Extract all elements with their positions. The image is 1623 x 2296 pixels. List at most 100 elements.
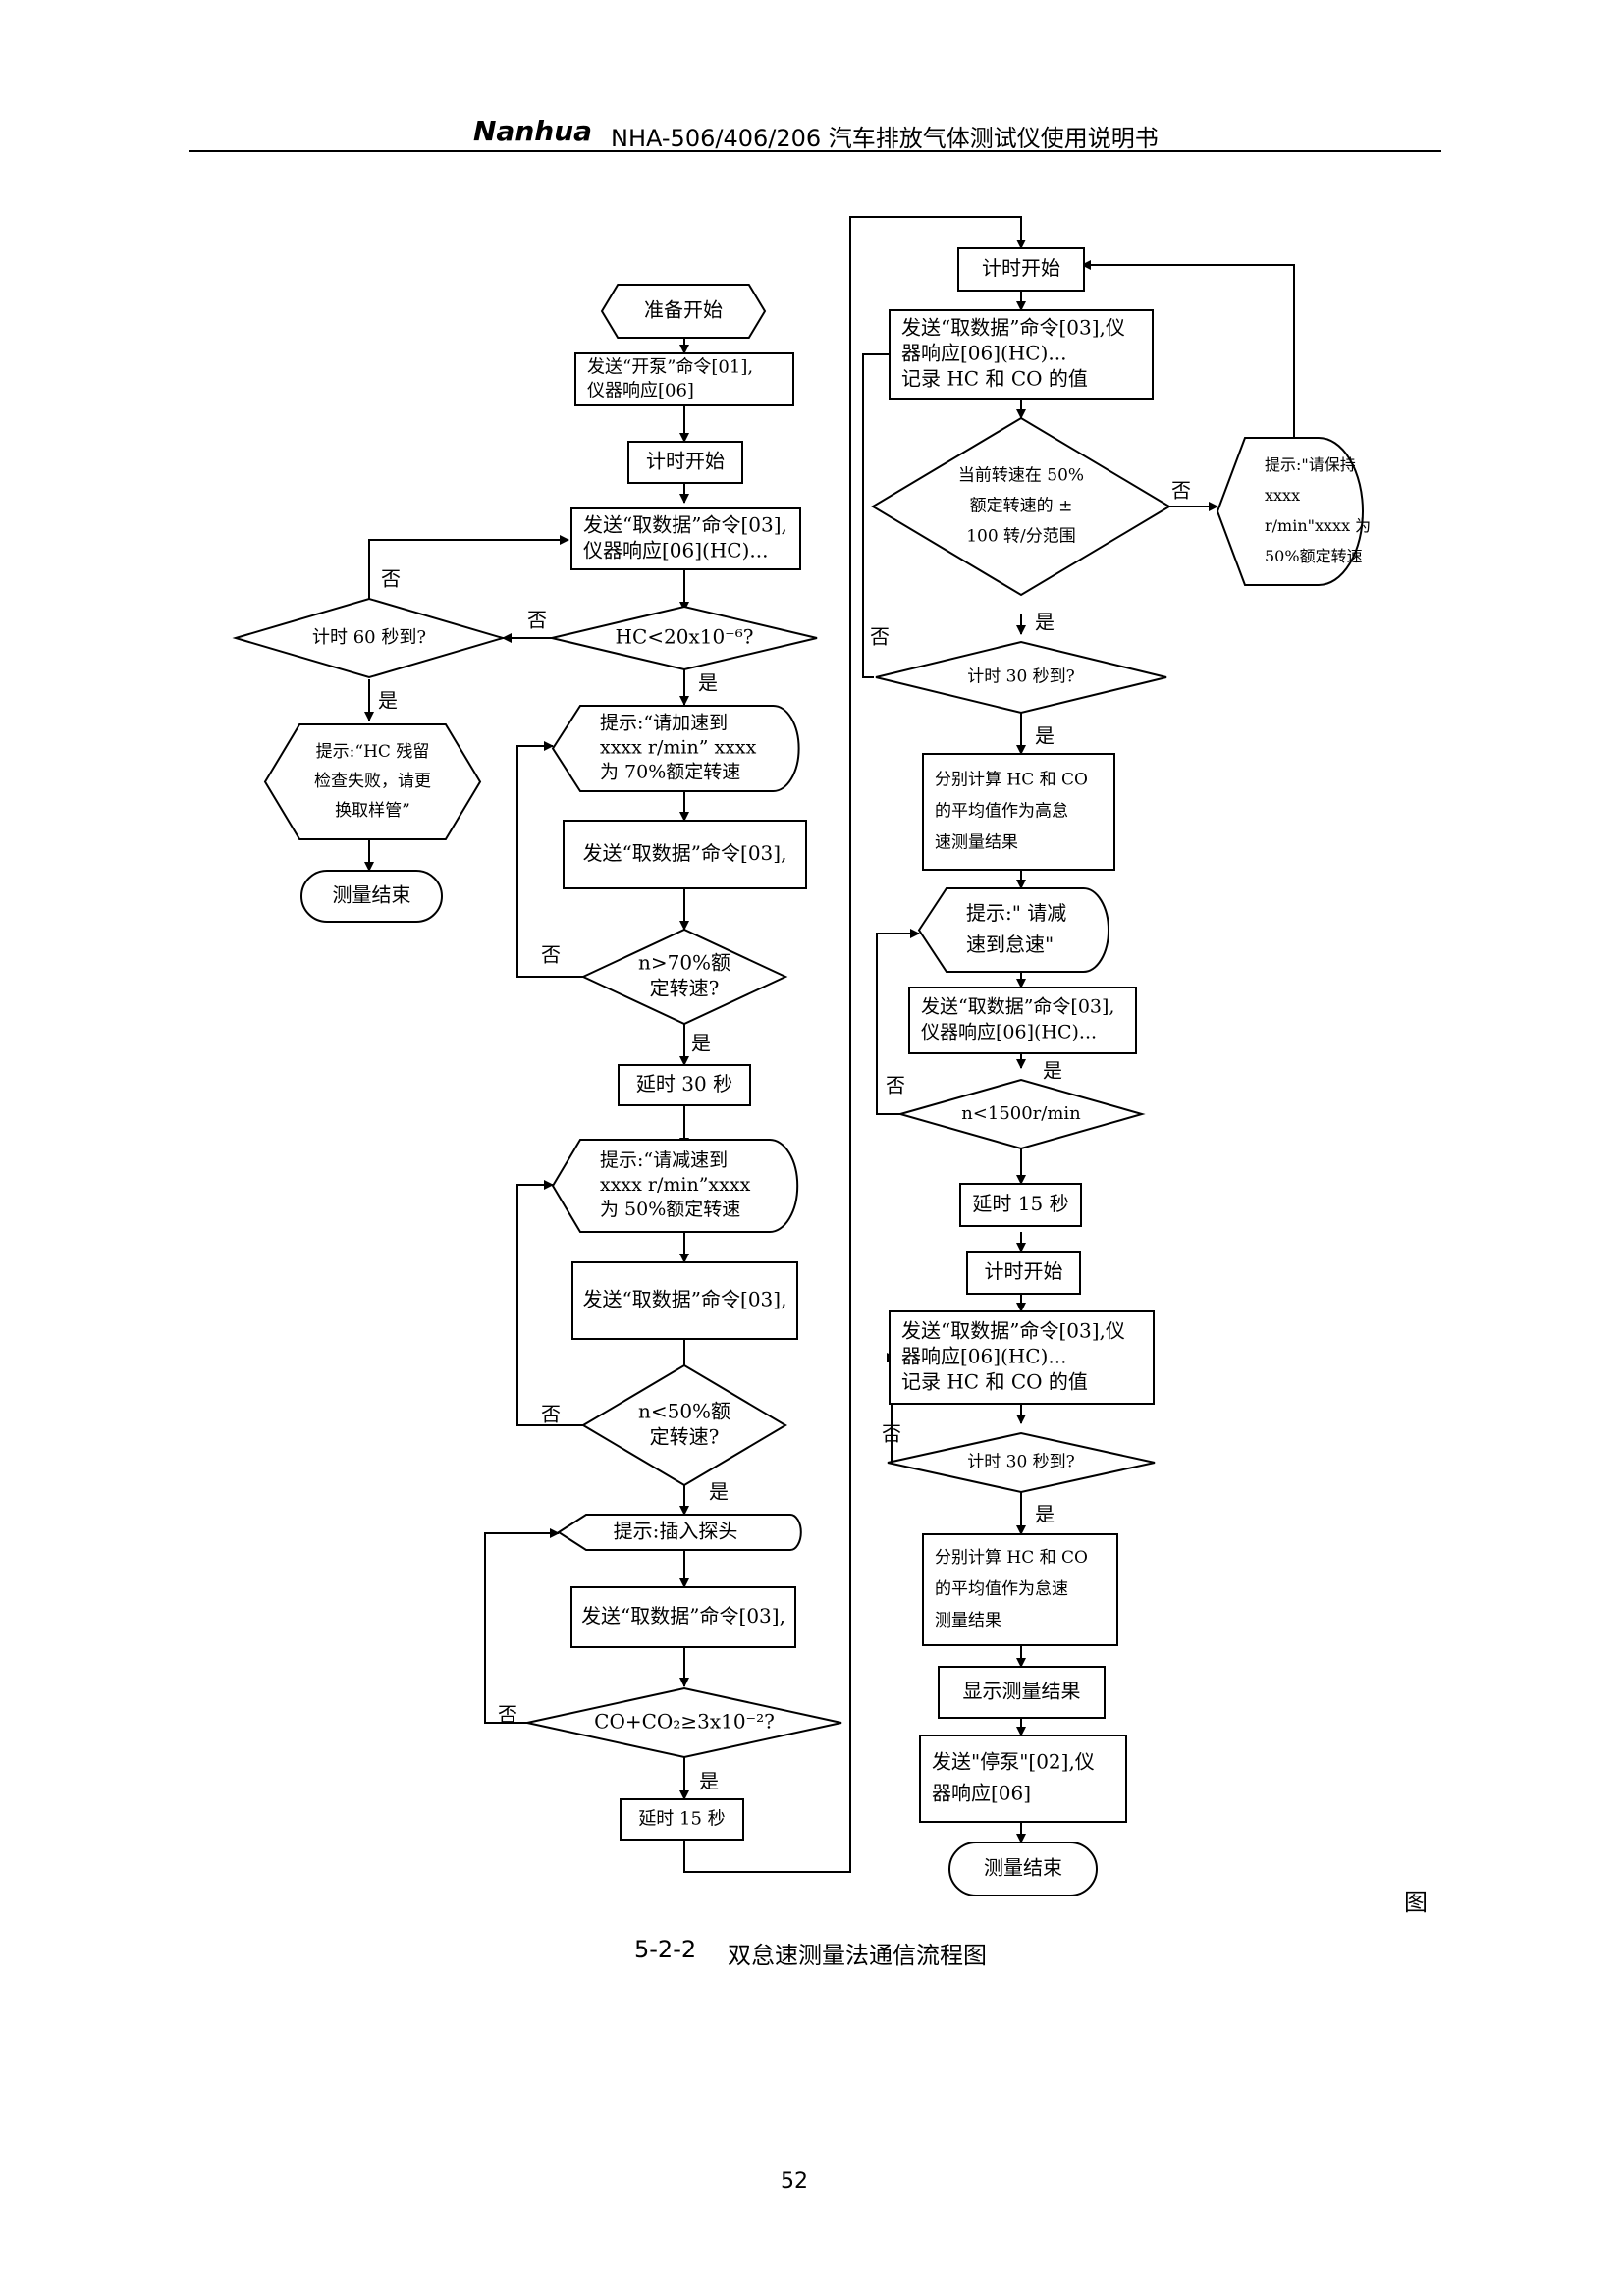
no-label: 否 xyxy=(381,567,401,591)
accel-prompt-prompt xyxy=(551,705,800,792)
n50-check-text: n<50%额 xyxy=(638,1400,730,1423)
delay15b-text: 延时 15 秒 xyxy=(972,1192,1068,1215)
n70-check-text: 定转速? xyxy=(650,977,720,1000)
calc-high-text: 速测量结果 xyxy=(935,833,1018,853)
calc-idle-text: 的平均值作为怠速 xyxy=(935,1579,1068,1599)
stop-pump-box xyxy=(919,1735,1127,1823)
calc-idle-text: 测量结果 xyxy=(935,1611,1001,1630)
flow-connector xyxy=(516,741,589,978)
show-result-text: 显示测量结果 xyxy=(963,1680,1081,1703)
stop-pump-text: 器响应[06] xyxy=(932,1782,1031,1805)
start-text: 准备开始 xyxy=(644,298,723,322)
co-check-decision xyxy=(526,1686,842,1759)
keep-prompt-text: 50%额定转速 xyxy=(1265,547,1363,565)
timer-60-decision xyxy=(232,597,507,679)
no-label: 否 xyxy=(870,625,890,649)
accel-prompt-text: 提示:“请加速到 xyxy=(600,713,728,734)
get-record-2-text: 发送“取数据”命令[03],仪 xyxy=(901,1319,1125,1343)
timer-start-r1-box xyxy=(957,247,1085,292)
get-data-r-text: 发送“取数据”命令[03], xyxy=(921,996,1114,1018)
get-data-hc-4-box xyxy=(570,1586,796,1648)
get-record-2-box xyxy=(889,1310,1155,1405)
get-data-hc-box xyxy=(570,507,801,570)
decel-prompt-text: 提示:“请减速到 xyxy=(600,1149,728,1171)
get-data-hc-text: 发送“取数据”命令[03], xyxy=(583,513,787,537)
delay30-text: 延时 30 秒 xyxy=(636,1072,732,1095)
n50-check-decision xyxy=(581,1363,787,1487)
document-title: NHA-506/406/206 汽车排放气体测试仪使用说明书 xyxy=(611,125,1159,152)
get-record-1-text: 器响应[06](HC)... xyxy=(901,342,1066,365)
n70-check-text: n>70%额 xyxy=(638,951,730,975)
no-label: 否 xyxy=(541,1403,561,1426)
end-right-text: 测量结束 xyxy=(984,1856,1062,1880)
speed-range-decision xyxy=(871,416,1171,597)
calc-idle-box xyxy=(922,1533,1118,1646)
hc-fail-prompt-shape xyxy=(263,723,482,840)
flow-connector xyxy=(876,929,920,1115)
timer-30b-decision xyxy=(887,1431,1156,1494)
speed-range-text: 100 转/分范围 xyxy=(966,527,1076,547)
co-check-text: CO+CO₂≥3x10⁻²? xyxy=(594,1710,775,1734)
keep-prompt-text: 提示:"请保持 xyxy=(1265,455,1356,474)
hc-fail-prompt-text: 检查失败，请更 xyxy=(314,772,431,791)
get-data-r-text: 仪器响应[06](HC)... xyxy=(921,1022,1097,1043)
flow-connector xyxy=(683,216,1026,1873)
delay30-box xyxy=(618,1064,751,1106)
timer-60-text: 计时 60 秒到? xyxy=(312,627,426,648)
get-record-1-text: 发送“取数据”命令[03],仪 xyxy=(901,316,1125,340)
yes-label: 是 xyxy=(709,1480,729,1504)
yes-label: 是 xyxy=(691,1032,711,1055)
timer-30b-text: 计时 30 秒到? xyxy=(967,1453,1075,1472)
accel-prompt-text: 为 70%额定转速 xyxy=(600,762,740,783)
yes-label: 是 xyxy=(699,1770,719,1793)
calc-high-box xyxy=(922,753,1115,871)
flow-connector xyxy=(862,349,902,678)
yes-label: 是 xyxy=(698,671,718,695)
end-left-terminal xyxy=(300,870,443,923)
no-label: 否 xyxy=(541,943,561,967)
get-data-hc-text: 仪器响应[06](HC)... xyxy=(583,539,768,562)
get-record-1-text: 记录 HC 和 CO 的值 xyxy=(901,367,1088,391)
idle-prompt-text: 提示:" 请减 xyxy=(966,901,1066,925)
nanhua-logo: Nanhua xyxy=(473,115,593,147)
keep-prompt-text: r/min"xxxx 为 xyxy=(1265,516,1371,535)
decel-prompt-text: xxxx r/min”xxxx xyxy=(600,1174,751,1196)
no-label: 否 xyxy=(882,1422,901,1446)
timer-start-box xyxy=(627,441,743,484)
delay15a-text: 延时 15 秒 xyxy=(638,1809,725,1830)
no-label: 否 xyxy=(1171,479,1191,503)
get-data-hc-3-box xyxy=(571,1261,798,1340)
timer-start-r1-text: 计时开始 xyxy=(982,256,1060,280)
yes-label: 是 xyxy=(1043,1059,1062,1083)
hc-fail-prompt-text: 换取样管” xyxy=(335,801,410,821)
end-right-terminal xyxy=(948,1842,1098,1896)
timer-30a-text: 计时 30 秒到? xyxy=(967,667,1075,687)
flow-connector xyxy=(484,1528,560,1724)
get-record-1-box xyxy=(889,309,1154,400)
n1500-check-text: n<1500r/min xyxy=(961,1103,1081,1124)
accel-prompt-text: xxxx r/min” xxxx xyxy=(600,737,757,759)
insert-prompt-prompt xyxy=(557,1514,802,1551)
timer-start-r2-box xyxy=(966,1251,1081,1295)
idle-prompt-text: 速到怠速" xyxy=(966,933,1054,956)
figure-caption: 双怠速测量法通信流程图 xyxy=(728,1942,987,1969)
calc-high-text: 分别计算 HC 和 CO xyxy=(935,771,1088,790)
show-result-box xyxy=(938,1666,1106,1719)
page-number: 52 xyxy=(781,2169,808,2194)
keep-prompt-prompt xyxy=(1216,437,1364,586)
n70-check-decision xyxy=(580,928,788,1026)
calc-idle-text: 分别计算 HC 和 CO xyxy=(935,1548,1088,1568)
calc-high-text: 的平均值作为高怠 xyxy=(935,802,1068,822)
speed-range-text: 当前转速在 50% xyxy=(958,466,1084,486)
no-label: 否 xyxy=(498,1703,517,1727)
insert-prompt-text: 提示:插入探头 xyxy=(614,1520,738,1543)
n50-check-text: 定转速? xyxy=(650,1425,720,1449)
get-data-hc-2-box xyxy=(563,820,807,889)
yes-label: 是 xyxy=(1035,1503,1055,1526)
idle-prompt-prompt xyxy=(917,887,1109,973)
keep-prompt-text: xxxx xyxy=(1265,486,1300,505)
get-data-hc-4-text: 发送“取数据”命令[03], xyxy=(581,1604,785,1628)
timer-start-text: 计时开始 xyxy=(646,450,725,473)
delay15b-box xyxy=(959,1183,1082,1227)
